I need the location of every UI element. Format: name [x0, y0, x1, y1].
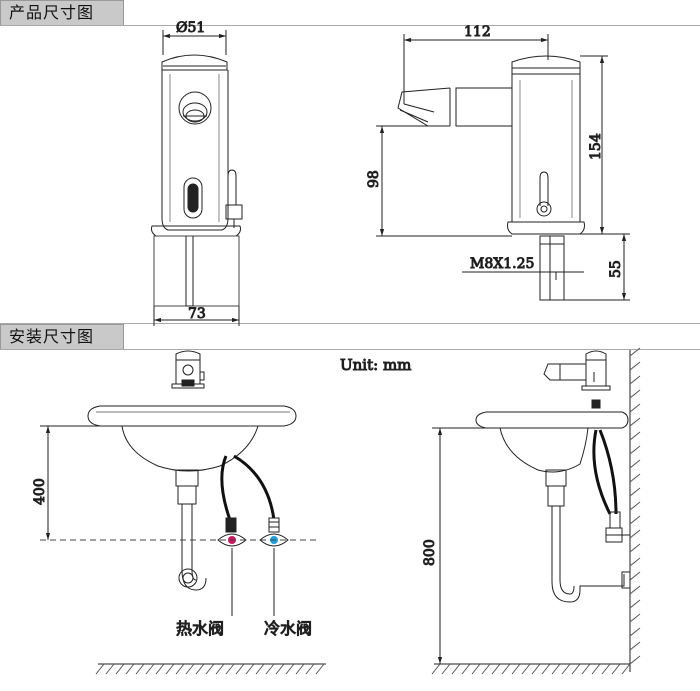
spout-aerator	[178, 91, 212, 125]
sensor-window	[183, 177, 203, 219]
wall-flange	[621, 571, 631, 589]
spout-tip	[397, 87, 451, 127]
water-hose	[592, 429, 612, 515]
unit-label: Unit: mm	[340, 356, 411, 374]
hot-valve-label: 热水阀	[176, 619, 224, 638]
basin-bowl	[121, 425, 259, 472]
spout-height-label: 98	[366, 170, 382, 188]
mounting-shank	[539, 235, 565, 301]
faucet-body	[511, 74, 581, 223]
mounting-block	[153, 235, 240, 307]
side-knob	[227, 169, 237, 206]
angle-valve	[609, 511, 621, 529]
basin-bowl	[499, 427, 589, 473]
base-width-label: 73	[188, 306, 206, 322]
spout-arm	[455, 87, 512, 127]
shank-length-label: 55	[608, 260, 624, 278]
floor-height-label: 800	[422, 539, 438, 566]
floor-hatching	[431, 663, 631, 675]
hot-valve-stem	[225, 517, 237, 533]
faucet-side-view	[376, 34, 630, 301]
faucet-cap	[161, 54, 228, 71]
thread-label: M8X1.25	[470, 256, 534, 272]
faucet-cap	[511, 55, 581, 75]
faucet-front-view	[151, 30, 243, 326]
cold-water-hose	[233, 454, 276, 521]
side-knob-ring	[536, 201, 552, 217]
diameter-label: Ø51	[176, 20, 205, 36]
section-divider	[0, 323, 700, 324]
reach-label: 112	[464, 24, 491, 40]
install-side-view	[431, 347, 641, 675]
wall-hatching	[629, 347, 641, 665]
drain-pipe	[551, 506, 625, 603]
faucet-body	[161, 70, 229, 231]
product-dimensions-header: 产品尺寸图	[0, 0, 124, 26]
install-front-view	[40, 350, 326, 675]
drain-pipe	[181, 504, 207, 591]
basin-rim	[475, 411, 629, 429]
basin-rim	[87, 405, 297, 427]
floor-hatching	[95, 663, 325, 675]
header-rule	[0, 25, 700, 26]
drain	[175, 469, 199, 487]
basin-height-label: 400	[32, 478, 48, 505]
cold-valve-label: 冷水阀	[264, 619, 312, 638]
installation-dimensions-header: 安装尺寸图	[0, 324, 124, 350]
hot-water-hose	[220, 455, 232, 521]
header-rule	[0, 349, 700, 350]
base-flange	[507, 221, 585, 235]
cold-valve	[259, 533, 289, 547]
height-total-label: 154	[588, 133, 604, 160]
side-knob	[539, 171, 549, 206]
